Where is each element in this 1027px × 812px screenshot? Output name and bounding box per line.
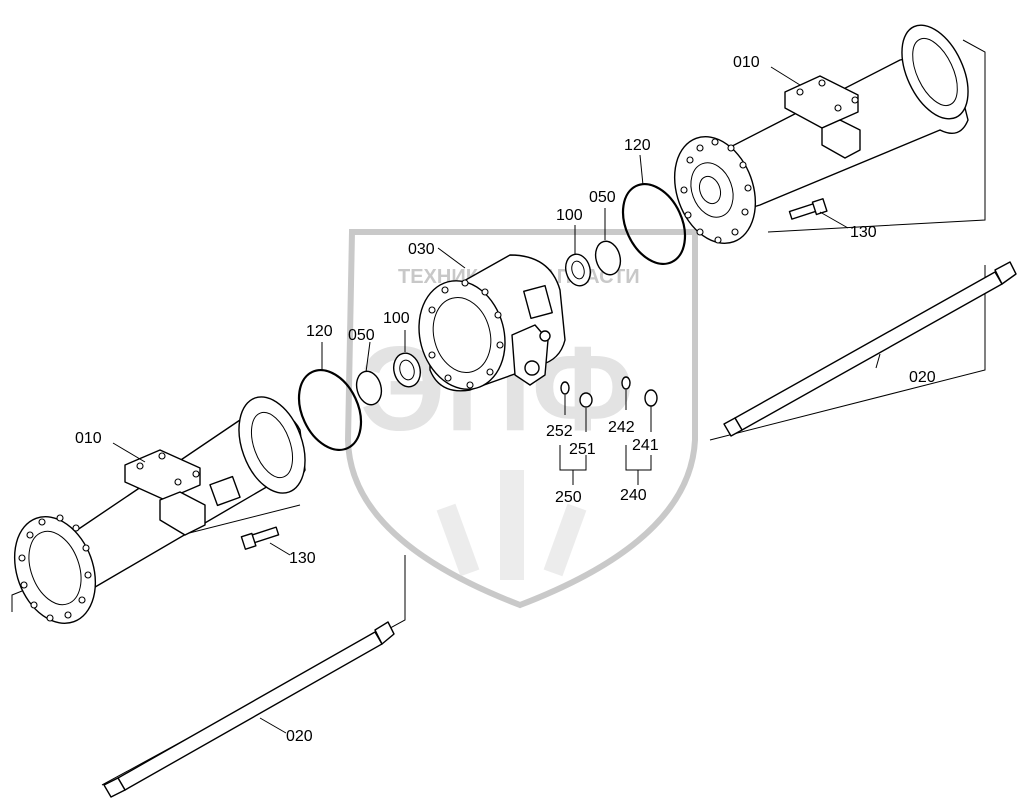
bearing-left (392, 352, 422, 388)
shim-right (594, 240, 622, 276)
label-020-right: 020 (909, 369, 936, 386)
axle-housing-right (673, 24, 986, 244)
bearing-right (564, 253, 592, 287)
plug-241 (644, 389, 658, 407)
label-240: 240 (620, 487, 647, 504)
axle-housing-left (11, 396, 306, 624)
label-010-right: 010 (733, 54, 760, 71)
label-100-left: 100 (383, 310, 410, 327)
label-030: 030 (408, 241, 435, 258)
label-120-left: 120 (306, 323, 333, 340)
label-010-left: 010 (75, 430, 102, 447)
label-120-right: 120 (624, 137, 651, 154)
oring-right (621, 183, 687, 265)
label-241: 241 (632, 437, 659, 454)
part-labels: 010 010 020 020 030 050 050 100 100 120 … (75, 54, 936, 745)
label-130-left: 130 (289, 550, 316, 567)
seal-252 (560, 381, 570, 395)
label-252: 252 (546, 423, 573, 440)
label-242: 242 (608, 419, 635, 436)
shim-left (355, 370, 383, 406)
bolt-left (240, 526, 280, 550)
label-050-right: 050 (589, 189, 616, 206)
flange-bolt-holes-right (680, 138, 752, 244)
center-flange-holes (428, 279, 504, 389)
watermark: ТЕХНИКА ЗАПЧАСТИ ЭПФ (344, 229, 698, 609)
label-250: 250 (555, 489, 582, 506)
leader-lines (112, 66, 881, 734)
seal-242 (621, 376, 631, 390)
label-100-right: 100 (556, 207, 583, 224)
center-housing (418, 254, 566, 392)
axle-shaft-right (709, 261, 1017, 441)
plug-251 (579, 392, 593, 408)
flange-bolt-holes-left (18, 514, 92, 622)
label-251: 251 (569, 441, 596, 458)
label-020-left: 020 (286, 728, 313, 745)
bolt-right (788, 198, 828, 220)
label-130-right: 130 (850, 224, 877, 241)
oring-left (297, 369, 363, 451)
label-050-left: 050 (348, 327, 375, 344)
watermark-wheat-icon (436, 470, 587, 580)
axle-shaft-left (101, 555, 406, 798)
